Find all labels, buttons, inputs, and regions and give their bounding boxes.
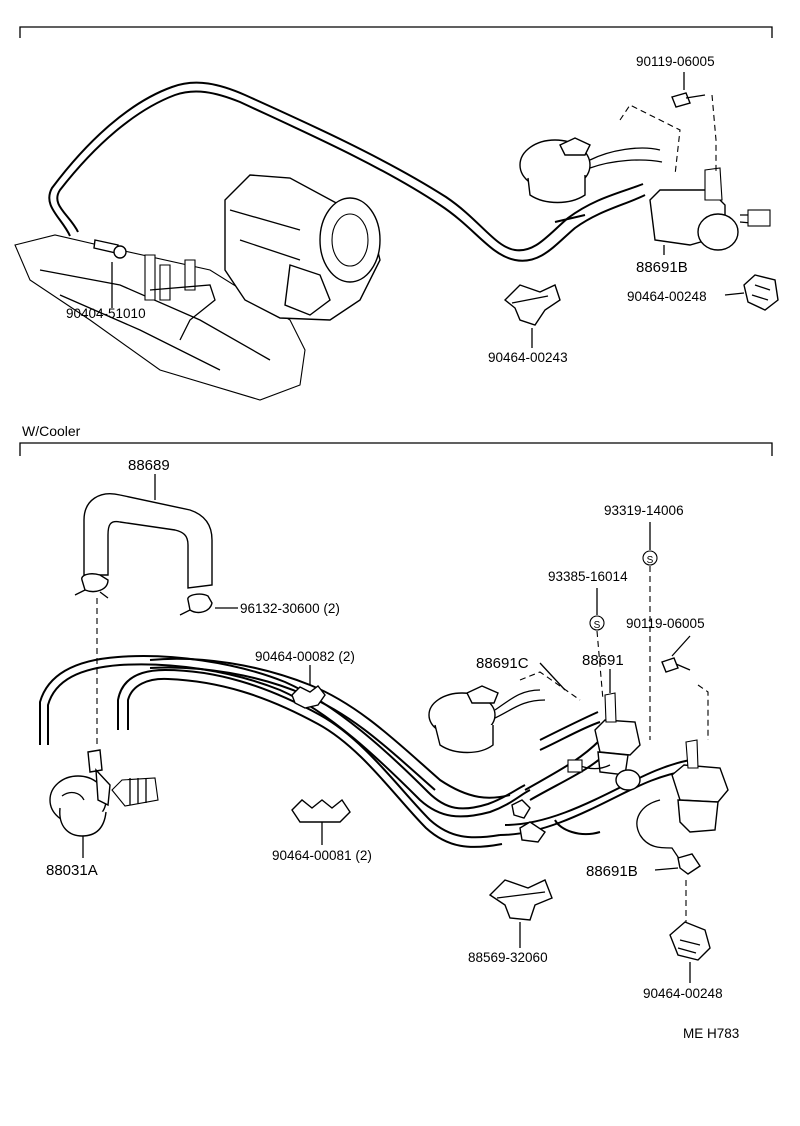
leader-dashed	[711, 94, 717, 172]
leader-dashed	[697, 684, 709, 740]
leader-line	[671, 635, 691, 657]
clamp-90464-00082-icon	[291, 685, 326, 709]
diagram-code: ME H783	[683, 1026, 739, 1041]
connector-90464-00248-top-icon	[743, 274, 779, 311]
clamp-90464-00243-icon	[503, 284, 561, 326]
label-vsv-88691: 88691	[582, 652, 624, 669]
label-bolt-90119-top: 90119-06005	[636, 54, 715, 69]
bolt-90119-icon	[671, 92, 706, 108]
valve-88031A-icon	[49, 749, 159, 837]
pipe-fitting-icon	[144, 254, 216, 341]
vacuum-hose-bottom-1	[47, 663, 531, 818]
bracket-88569-icon	[488, 879, 553, 921]
label-connector-90464-00248-bottom: 90464-00248	[643, 986, 723, 1001]
label-vsv-88691B-bottom: 88691B	[586, 863, 638, 880]
label-hose-88689: 88689	[128, 457, 170, 474]
vacuum-hose-main	[56, 90, 646, 262]
label-clip-96132: 96132-30600 (2)	[240, 601, 340, 616]
bottom-section: W/Cooler	[19, 423, 773, 1001]
connector-88691B-icon	[677, 853, 701, 875]
screw-93385-marker-text: S	[594, 620, 601, 631]
clamp-small-icon	[511, 799, 546, 843]
leader-dashed	[619, 104, 681, 176]
screw-93319-marker-text: S	[647, 555, 654, 566]
label-bracket-88569: 88569-32060	[468, 950, 548, 965]
label-vsv-88691C: 88691C	[476, 655, 529, 672]
vsv-88691B-top	[649, 167, 771, 251]
label-clamp-90464-00082: 90464-00082 (2)	[255, 649, 355, 664]
label-vsv-88691B-top: 88691B	[636, 259, 688, 276]
bottom-frame	[19, 442, 773, 456]
union-90404-icon	[93, 239, 127, 300]
leader-line	[539, 662, 566, 691]
label-valve-88031A: 88031A	[46, 862, 98, 879]
label-screw-93385: 93385-16014	[548, 569, 628, 584]
label-screw-93319: 93319-14006	[604, 503, 684, 518]
label-bolt-90119-bottom: 90119-06005	[626, 616, 705, 631]
hose-88689-icon	[83, 493, 213, 589]
egr-valve-top	[519, 137, 663, 204]
vacuum-hose-bottom-2	[117, 668, 501, 839]
vsv-88691B-bottom-icon	[615, 739, 729, 861]
label-connector-90464-00248-top: 90464-00248	[627, 289, 707, 304]
clip-left-icon	[74, 573, 109, 599]
throttle-body	[224, 174, 381, 321]
label-clamp-90464-00243: 90464-00243	[488, 350, 568, 365]
top-frame	[19, 26, 773, 38]
manifold-rib	[39, 269, 271, 361]
manifold-rib	[59, 294, 221, 371]
egr-valve-bottom	[428, 671, 581, 754]
clip-96132-icon	[179, 593, 213, 616]
screw-93319-icon: S	[642, 550, 658, 566]
leader-dashed	[596, 630, 604, 701]
section-label-w-cooler: W/Cooler	[22, 423, 81, 439]
label-clamp-90464-00081: 90464-00081 (2)	[272, 848, 372, 863]
label-union-90404-51010: 90404-51010	[66, 306, 146, 321]
top-section: 90119-06005 88691B 90464-00248 90464-002…	[14, 26, 779, 401]
clamp-90464-00081-icon	[291, 798, 351, 823]
leader-line	[654, 867, 679, 871]
bolt-90119-bottom-icon	[661, 657, 691, 673]
vsv-88691-icon	[567, 692, 641, 776]
screw-93385-icon: S	[589, 615, 605, 631]
connector-90464-00248-bottom-icon	[669, 921, 711, 961]
leader-line	[724, 292, 745, 296]
